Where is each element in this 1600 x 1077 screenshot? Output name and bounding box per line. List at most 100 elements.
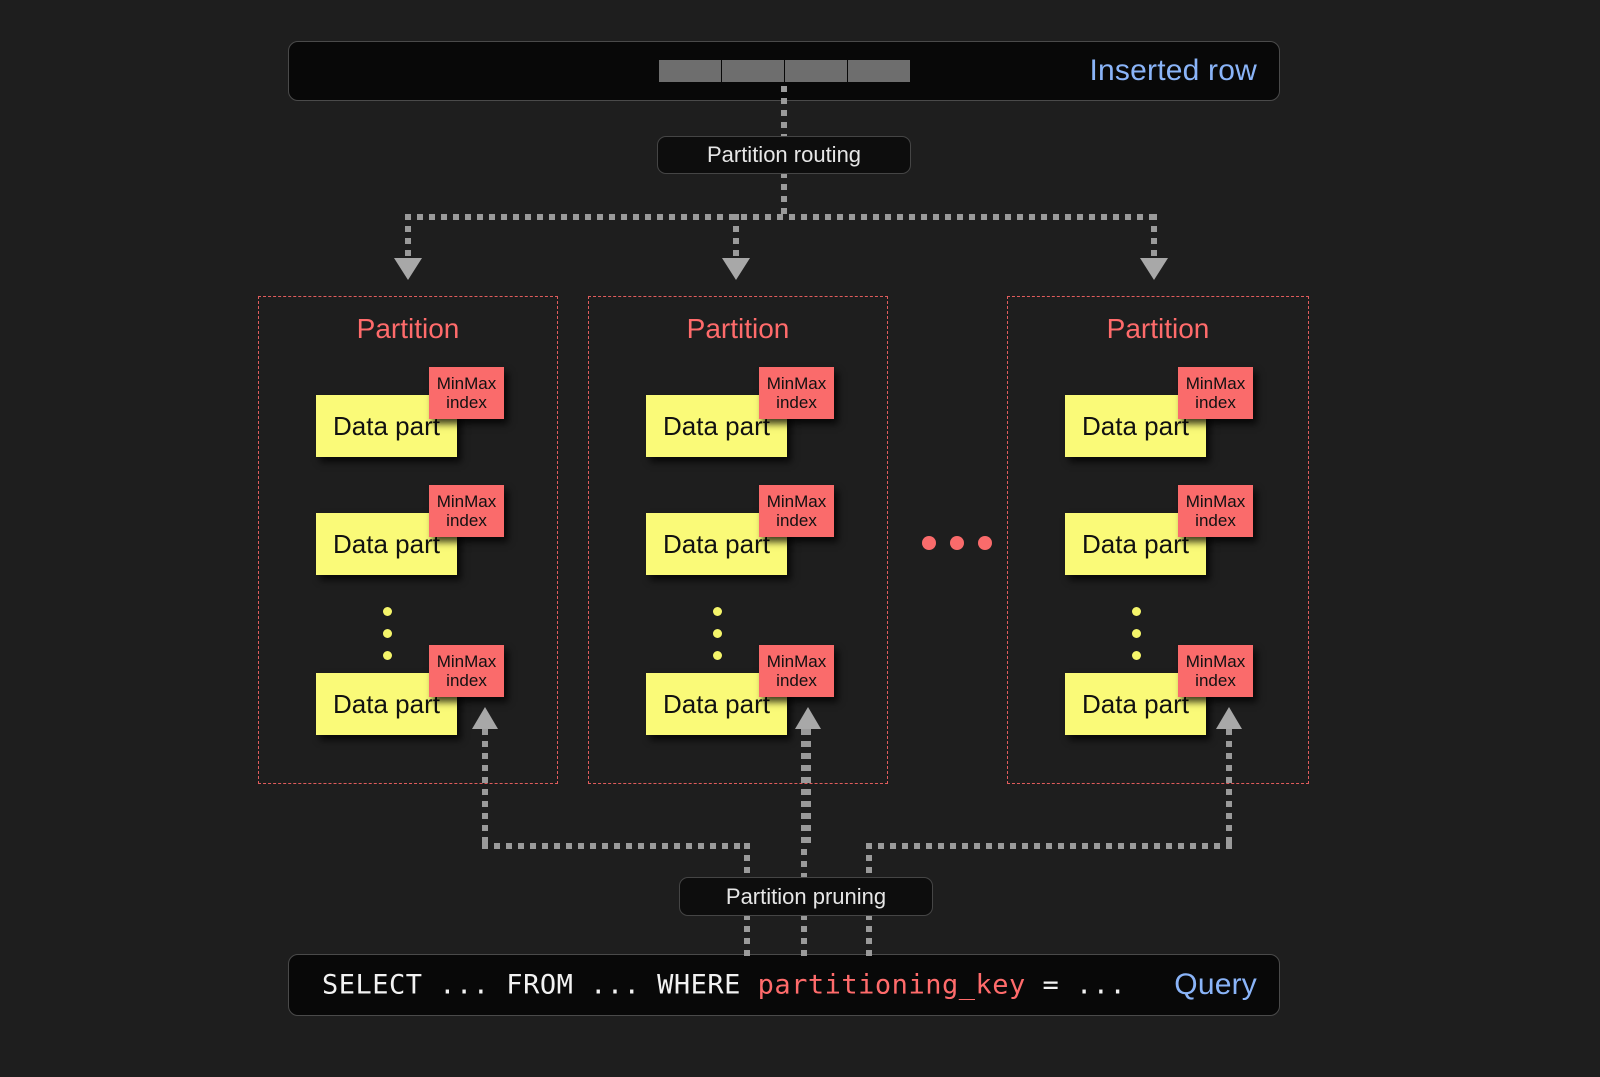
data-part-box: Data part — [316, 513, 457, 575]
minmax-index-line1: MinMax — [1185, 373, 1246, 393]
ellipsis-dot — [1132, 607, 1141, 616]
data-part-row: Data part MinMax index — [1065, 645, 1265, 745]
data-part-row: Data part MinMax index — [1065, 485, 1265, 585]
inserted-row-bar: Inserted row — [288, 41, 1280, 101]
partition-title: Partition — [1106, 313, 1210, 344]
minmax-index-box: MinMax index — [429, 485, 504, 537]
arrow-into-last-part-1 — [795, 707, 821, 729]
row-cell — [785, 60, 847, 82]
data-part-box: Data part — [1065, 395, 1206, 457]
connector-row-to-routing — [781, 86, 787, 138]
partition-box: Partition Data part MinMax index Data pa… — [258, 296, 558, 784]
data-part-row: Data part MinMax index — [646, 367, 846, 467]
data-part-row: Data part MinMax index — [316, 485, 516, 585]
sql-prefix: SELECT ... FROM ... WHERE — [322, 969, 758, 1001]
sql-statement: SELECT ... FROM ... WHERE partitioning_k… — [322, 970, 1126, 1001]
minmax-index-line2: index — [776, 671, 817, 690]
minmax-index-box: MinMax index — [759, 645, 834, 697]
row-cell — [722, 60, 784, 82]
connector-routing-to-bus — [781, 172, 787, 218]
arrow-into-partition-2 — [1140, 258, 1168, 280]
data-part-row: Data part MinMax index — [316, 645, 516, 745]
connector-prune-bus-left — [482, 843, 750, 849]
row-cell — [659, 60, 721, 82]
arrow-into-partition-0 — [394, 258, 422, 280]
connector-prune-drop-right — [866, 843, 872, 885]
ellipsis-dot — [1132, 629, 1141, 638]
data-part-row: Data part MinMax index — [646, 645, 846, 745]
query-label: Query — [1174, 968, 1257, 1001]
data-parts-ellipsis — [713, 607, 722, 660]
ellipsis-dot — [713, 629, 722, 638]
minmax-index-box: MinMax index — [759, 367, 834, 419]
connector-up-partition-2 — [1226, 729, 1232, 845]
minmax-index-line2: index — [1195, 671, 1236, 690]
minmax-index-line1: MinMax — [1185, 491, 1246, 511]
connector-drop-partition-2 — [1151, 214, 1157, 262]
data-part-row: Data part MinMax index — [646, 485, 846, 585]
minmax-index-line1: MinMax — [766, 373, 827, 393]
ellipsis-dot — [713, 651, 722, 660]
minmax-index-line2: index — [446, 511, 487, 530]
ellipsis-dot — [1132, 651, 1141, 660]
minmax-index-line1: MinMax — [1185, 651, 1246, 671]
arrow-into-partition-1 — [722, 258, 750, 280]
connector-pruning-to-query-right — [866, 914, 872, 956]
connector-pruning-to-query-left — [744, 914, 750, 956]
data-part-box: Data part — [1065, 673, 1206, 735]
data-part-box: Data part — [316, 673, 457, 735]
minmax-index-line1: MinMax — [766, 491, 827, 511]
data-part-row: Data part MinMax index — [1065, 367, 1265, 467]
arrow-into-last-part-2 — [1216, 707, 1242, 729]
partition-routing-box: Partition routing — [657, 136, 911, 174]
connector-prune-bus-right — [866, 843, 1232, 849]
minmax-index-box: MinMax index — [1178, 367, 1253, 419]
connector-up-partition-1 — [805, 729, 811, 845]
minmax-index-line2: index — [776, 393, 817, 412]
partition-box: Partition Data part MinMax index Data pa… — [588, 296, 888, 784]
minmax-index-line1: MinMax — [766, 651, 827, 671]
minmax-index-box: MinMax index — [759, 485, 834, 537]
data-part-box: Data part — [646, 395, 787, 457]
minmax-index-line2: index — [446, 671, 487, 690]
minmax-index-box: MinMax index — [1178, 645, 1253, 697]
partition-title: Partition — [686, 313, 790, 344]
minmax-index-box: MinMax index — [1178, 485, 1253, 537]
ellipsis-dot — [383, 651, 392, 660]
connector-prune-drop-left — [744, 843, 750, 885]
ellipsis-dot — [383, 607, 392, 616]
partitions-ellipsis — [922, 536, 992, 550]
partition-title: Partition — [356, 313, 460, 344]
connector-pruning-to-query-center — [801, 914, 807, 956]
minmax-index-box: MinMax index — [429, 367, 504, 419]
partition-pruning-box: Partition pruning — [679, 877, 933, 916]
partition-routing-label: Partition routing — [706, 142, 862, 167]
minmax-index-line2: index — [446, 393, 487, 412]
ellipsis-dot — [713, 607, 722, 616]
minmax-index-line2: index — [776, 511, 817, 530]
data-parts-ellipsis — [1132, 607, 1141, 660]
minmax-index-line1: MinMax — [436, 373, 497, 393]
inserted-row-label: Inserted row — [1089, 54, 1257, 87]
ellipsis-dot — [978, 536, 992, 550]
partition-box: Partition Data part MinMax index Data pa… — [1007, 296, 1309, 784]
data-part-row: Data part MinMax index — [316, 367, 516, 467]
connector-up-partition-0 — [482, 729, 488, 845]
arrow-into-last-part-0 — [472, 707, 498, 729]
minmax-index-line2: index — [1195, 393, 1236, 412]
connector-drop-partition-0 — [405, 214, 411, 262]
minmax-index-line2: index — [1195, 511, 1236, 530]
minmax-index-line1: MinMax — [436, 491, 497, 511]
ellipsis-dot — [922, 536, 936, 550]
inserted-row-cells — [659, 60, 910, 82]
minmax-index-line1: MinMax — [436, 651, 497, 671]
ellipsis-dot — [950, 536, 964, 550]
connector-drop-partition-1 — [733, 214, 739, 262]
sql-column-name: partitioning_key — [757, 969, 1026, 1001]
minmax-index-box: MinMax index — [429, 645, 504, 697]
connector-fanout-bus — [405, 214, 1157, 220]
sql-suffix: = ... — [1025, 969, 1127, 1001]
ellipsis-dot — [383, 629, 392, 638]
connector-prune-drop-center — [801, 729, 807, 885]
